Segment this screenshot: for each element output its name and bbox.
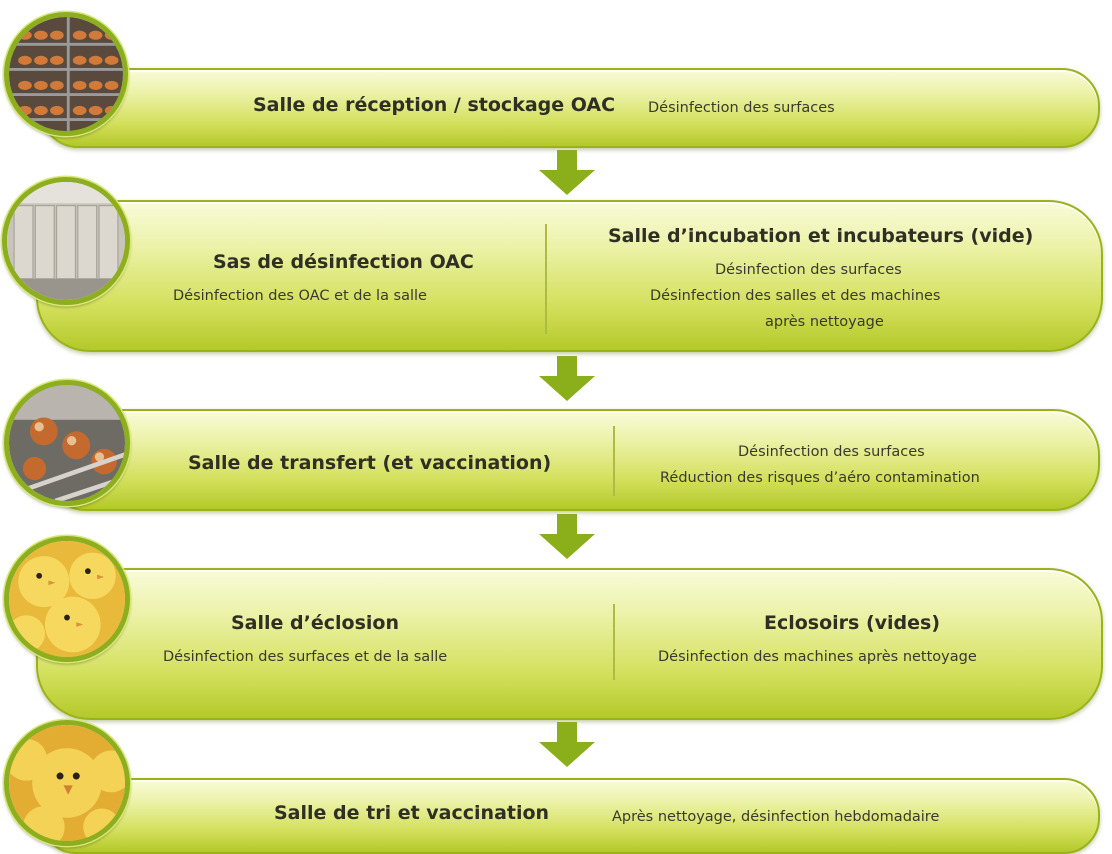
chicks-closeup-photo-icon xyxy=(9,725,125,841)
stage-1-text: Désinfection des surfaces xyxy=(648,100,835,116)
stage-4-right-title: Eclosoirs (vides) xyxy=(764,612,941,634)
stage-2-band xyxy=(36,200,1103,352)
stage-1-band xyxy=(40,68,1100,148)
stage-3-right-line-2: Réduction des risques d’aéro contaminati… xyxy=(660,470,980,486)
stage-1-title: Salle de réception / stockage OAC xyxy=(253,94,616,116)
stage-4-thumbnail xyxy=(4,536,130,662)
stage-5-thumbnail xyxy=(4,720,130,846)
stage-4-band xyxy=(36,568,1103,720)
stage-5-title: Salle de tri et vaccination xyxy=(274,802,550,824)
stage-4-left-title: Salle d’éclosion xyxy=(231,612,399,634)
down-arrow-icon xyxy=(539,356,595,401)
stage-1-thumbnail xyxy=(4,12,128,136)
stage-3-thumbnail xyxy=(4,380,130,506)
stage-2-right-line-2: Désinfection des salles et des machines xyxy=(650,288,941,304)
stage-4-right-text: Désinfection des machines après nettoyag… xyxy=(658,649,977,665)
incubator-room-photo-icon xyxy=(7,182,125,300)
stage-2-right-line-3: après nettoyage xyxy=(765,314,884,330)
stage-2-thumbnail xyxy=(2,177,130,305)
stage-5-band xyxy=(40,778,1100,854)
down-arrow-icon xyxy=(539,722,595,767)
stage-4-left-text: Désinfection des surfaces et de la salle xyxy=(163,649,448,665)
stage-3-title: Salle de transfert (et vaccination) xyxy=(188,452,552,474)
stage-3-right-line-1: Désinfection des surfaces xyxy=(738,444,925,460)
stage-2-right-line-1: Désinfection des surfaces xyxy=(715,262,902,278)
stage-2-divider xyxy=(545,224,547,334)
stage-5-text: Après nettoyage, désinfection hebdomadai… xyxy=(612,809,940,825)
stage-2-right-title: Salle d’incubation et incubateurs (vide) xyxy=(608,225,1034,247)
egg-transfer-photo-icon xyxy=(9,385,125,501)
down-arrow-icon xyxy=(539,150,595,195)
stage-4-divider xyxy=(613,604,615,680)
down-arrow-icon xyxy=(539,514,595,559)
stage-2-left-title: Sas de désinfection OAC xyxy=(213,251,474,273)
chicks-photo-icon xyxy=(9,541,125,657)
stage-2-left-text: Désinfection des OAC et de la salle xyxy=(173,288,427,304)
eggs-rack-photo-icon xyxy=(9,17,123,131)
stage-3-divider xyxy=(613,426,615,496)
